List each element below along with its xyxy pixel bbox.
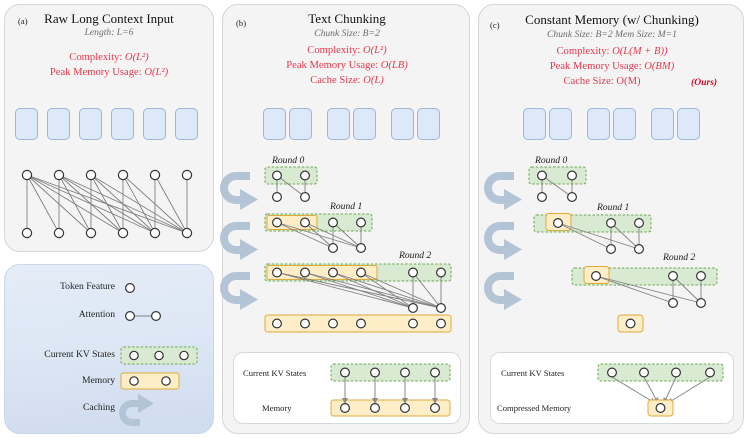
- panel-c-detail-row-1-label: Compressed Memory: [497, 403, 572, 413]
- panel-a-formula-complexity-value: O(L²): [124, 52, 149, 63]
- panel-b-round-1-label: Round 1: [330, 201, 363, 212]
- panel-a-subtitle: Length: L=6: [84, 27, 134, 38]
- token-box: [391, 108, 414, 140]
- panel-c-round-0-label: Round 0: [535, 155, 568, 166]
- panel-a-formula-peakmem-value: O(L²): [144, 67, 169, 78]
- token-box: [523, 108, 546, 140]
- token-box: [289, 108, 312, 140]
- panel-c-title: Constant Memory (w/ Chunking): [525, 12, 699, 27]
- token-box: [143, 108, 166, 140]
- panel-a-formula-complexity-label: Complexity:: [69, 52, 123, 63]
- panel-c-formula-complexity: Complexity: O(L(M + B)): [484, 46, 740, 57]
- panel-a-title: Raw Long Context Input: [44, 11, 174, 26]
- panel-b-formula-cache-value: O(L): [363, 75, 384, 86]
- legend-label-attention: Attention: [78, 309, 115, 320]
- panel-b-formula-complexity-label: Complexity:: [307, 45, 361, 56]
- panel-c-formula-peakmem-value: O(BM): [644, 61, 675, 72]
- panel-c-formula-peakmem-label: Peak Memory Usage:: [549, 61, 642, 72]
- token-box: [15, 108, 38, 140]
- panel-b-round-0-label: Round 0: [272, 155, 305, 166]
- panel-c-formula-peakmem: Peak Memory Usage: O(BM): [484, 61, 740, 72]
- token-box: [327, 108, 350, 140]
- panel-b-formula-complexity: Complexity: O(L²): [228, 45, 466, 56]
- token-box: [651, 108, 674, 140]
- panel-a-formula-peakmem-label: Peak Memory Usage:: [49, 67, 142, 78]
- panel-c-round-2-label: Round 2: [663, 252, 696, 263]
- panel-b-formula-peakmem-value: O(LB): [380, 60, 408, 71]
- panel-a-tag: (a): [18, 16, 28, 26]
- token-box: [79, 108, 102, 140]
- token-box: [353, 108, 376, 140]
- panel-c-round-1-label: Round 1: [597, 202, 630, 213]
- panel-c-formula-cache-label: Cache Size:: [563, 76, 614, 87]
- panel-c-tag: (c): [490, 20, 500, 30]
- panel-c-formula-complexity-label: Complexity:: [556, 46, 610, 57]
- legend-label-token-feature: Token Feature: [59, 281, 115, 292]
- panel-a-formula-peakmem: Peak Memory Usage: O(L²): [9, 67, 209, 78]
- panel-c-subtitle: Chunk Size: B=2 Mem Size: M=1: [547, 29, 677, 40]
- token-box: [677, 108, 700, 140]
- token-box: [47, 108, 70, 140]
- panel-b-detail-row-1-label: Memory: [262, 403, 292, 413]
- panel-b-detail-box: [233, 352, 461, 424]
- token-box: [587, 108, 610, 140]
- panel-b-formula-complexity-value: O(L²): [362, 45, 387, 56]
- panel-b-round-2-label: Round 2: [399, 250, 432, 261]
- panel-c-formula-cache-value: O(M): [616, 76, 641, 87]
- panel-b-title: Text Chunking: [308, 11, 386, 26]
- legend-label-caching: Caching: [83, 402, 115, 413]
- legend-label-current-kv-states: Current KV States: [44, 349, 115, 360]
- legend-label-memory: Memory: [81, 375, 115, 386]
- panel-b-formula-peakmem-label: Peak Memory Usage:: [286, 60, 379, 71]
- token-box: [549, 108, 572, 140]
- token-box: [111, 108, 134, 140]
- token-box: [613, 108, 636, 140]
- panel-a-formula-complexity: Complexity: O(L²): [9, 52, 209, 63]
- panel-b-formula-cache: Cache Size: O(L): [228, 75, 466, 86]
- token-box: [175, 108, 198, 140]
- panel-c-detail-row-0-label: Current KV States: [501, 368, 565, 378]
- panel-b-subtitle: Chunk Size: B=2: [314, 28, 380, 39]
- token-box: [417, 108, 440, 140]
- panel-c-detail-box: [490, 352, 734, 424]
- panel-c-ours-badge: (Ours): [691, 77, 718, 88]
- panel-c-formula-cache: Cache Size: O(M): [474, 76, 730, 87]
- panel-c-formula-complexity-value: O(L(M + B)): [612, 46, 668, 57]
- panel-b-formula-cache-label: Cache Size:: [310, 75, 361, 86]
- panel-b-formula-peakmem: Peak Memory Usage: O(LB): [228, 60, 466, 71]
- panel-b-detail-row-0-label: Current KV States: [243, 368, 307, 378]
- panel-b-tag: (b): [236, 18, 247, 28]
- token-box: [263, 108, 286, 140]
